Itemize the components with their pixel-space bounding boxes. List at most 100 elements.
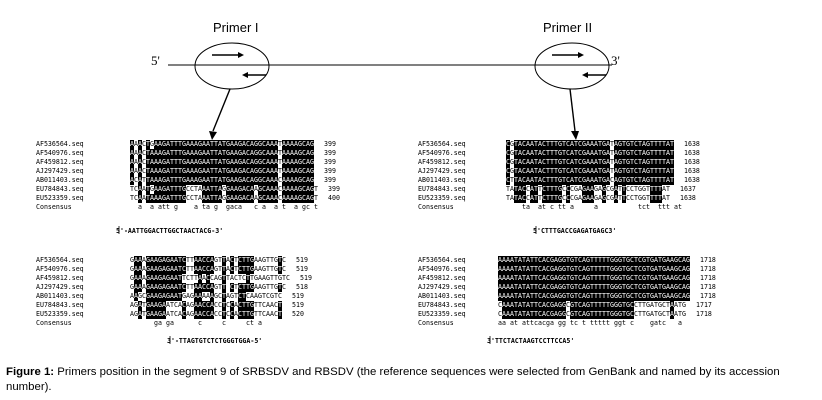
- sequence-position: 1637: [680, 185, 696, 193]
- sequence-position: 399: [324, 167, 336, 175]
- sequence-name: AF459812.seq: [36, 274, 84, 282]
- sequence-name: AJ297429.seq: [418, 167, 466, 175]
- sequence-name: AF540976.seq: [418, 149, 466, 157]
- sequence-position: 399: [324, 149, 336, 157]
- sequence-position: 399: [328, 185, 340, 193]
- primer1-forward-arrowhead: [238, 52, 244, 58]
- sequence-position: 1638: [684, 149, 700, 157]
- sequence-name: Consensus: [418, 319, 454, 327]
- sequence-name: Consensus: [36, 203, 72, 211]
- sequence-name: AF536564.seq: [418, 140, 466, 148]
- sequence-name: EU784843.seq: [418, 301, 466, 309]
- sequence-name: EU784843.seq: [418, 185, 466, 193]
- sequence-name: AB011403.seq: [418, 176, 466, 184]
- sequence-name: AF536564.seq: [36, 140, 84, 148]
- primer2-ellipse: [534, 42, 610, 90]
- sequence-name: AB011403.seq: [36, 176, 84, 184]
- sequence-name: AF459812.seq: [418, 158, 466, 166]
- sequence-name: AF536564.seq: [36, 256, 84, 264]
- sequence-position: 1638: [680, 194, 696, 202]
- sequence-position: 399: [324, 158, 336, 166]
- sequence-position: 1638: [684, 140, 700, 148]
- sequence-name: Consensus: [418, 203, 454, 211]
- primer-seq-bottom-left: 3'-TTAGTGTCTCTGGGTGGA-5': [167, 337, 263, 345]
- sequence-name: AJ297429.seq: [36, 283, 84, 291]
- sequence-position: 1638: [684, 176, 700, 184]
- sequence-position: 399: [324, 140, 336, 148]
- sequence-name: AB011403.seq: [36, 292, 84, 300]
- primer2-pointer-line: [569, 88, 576, 132]
- sequence-position: 1718: [700, 256, 716, 264]
- sequence-name: AF540976.seq: [418, 265, 466, 273]
- sequence-name: AJ297429.seq: [418, 283, 466, 291]
- sequence-position: 400: [328, 194, 340, 202]
- primer1-reverse-arrowhead: [242, 72, 248, 78]
- primer2-forward-arrowhead: [578, 52, 584, 58]
- sequence-name: EU523359.seq: [418, 310, 466, 318]
- sequence-position: 519: [292, 292, 304, 300]
- sequence-position: 520: [292, 310, 304, 318]
- primer2-label: Primer II: [543, 20, 593, 35]
- sequence-position: 1718: [696, 310, 712, 318]
- sequence-position: 519: [296, 256, 308, 264]
- sequence-position: 1717: [696, 301, 712, 309]
- sequence-position: 1718: [700, 283, 716, 291]
- sequence-name: EU523359.seq: [36, 310, 84, 318]
- sequence-name: EU784843.seq: [36, 185, 84, 193]
- sequence-name: AJ297429.seq: [36, 167, 84, 175]
- figure-caption: Figure 1: Primers position in the segmen…: [6, 365, 816, 395]
- sequence-position: 518: [296, 283, 308, 291]
- sequence-name: AF459812.seq: [36, 158, 84, 166]
- figure-label: Figure 1:: [6, 366, 55, 378]
- primer1-label: Primer I: [213, 20, 259, 35]
- sequence-name: AF459812.seq: [418, 274, 466, 282]
